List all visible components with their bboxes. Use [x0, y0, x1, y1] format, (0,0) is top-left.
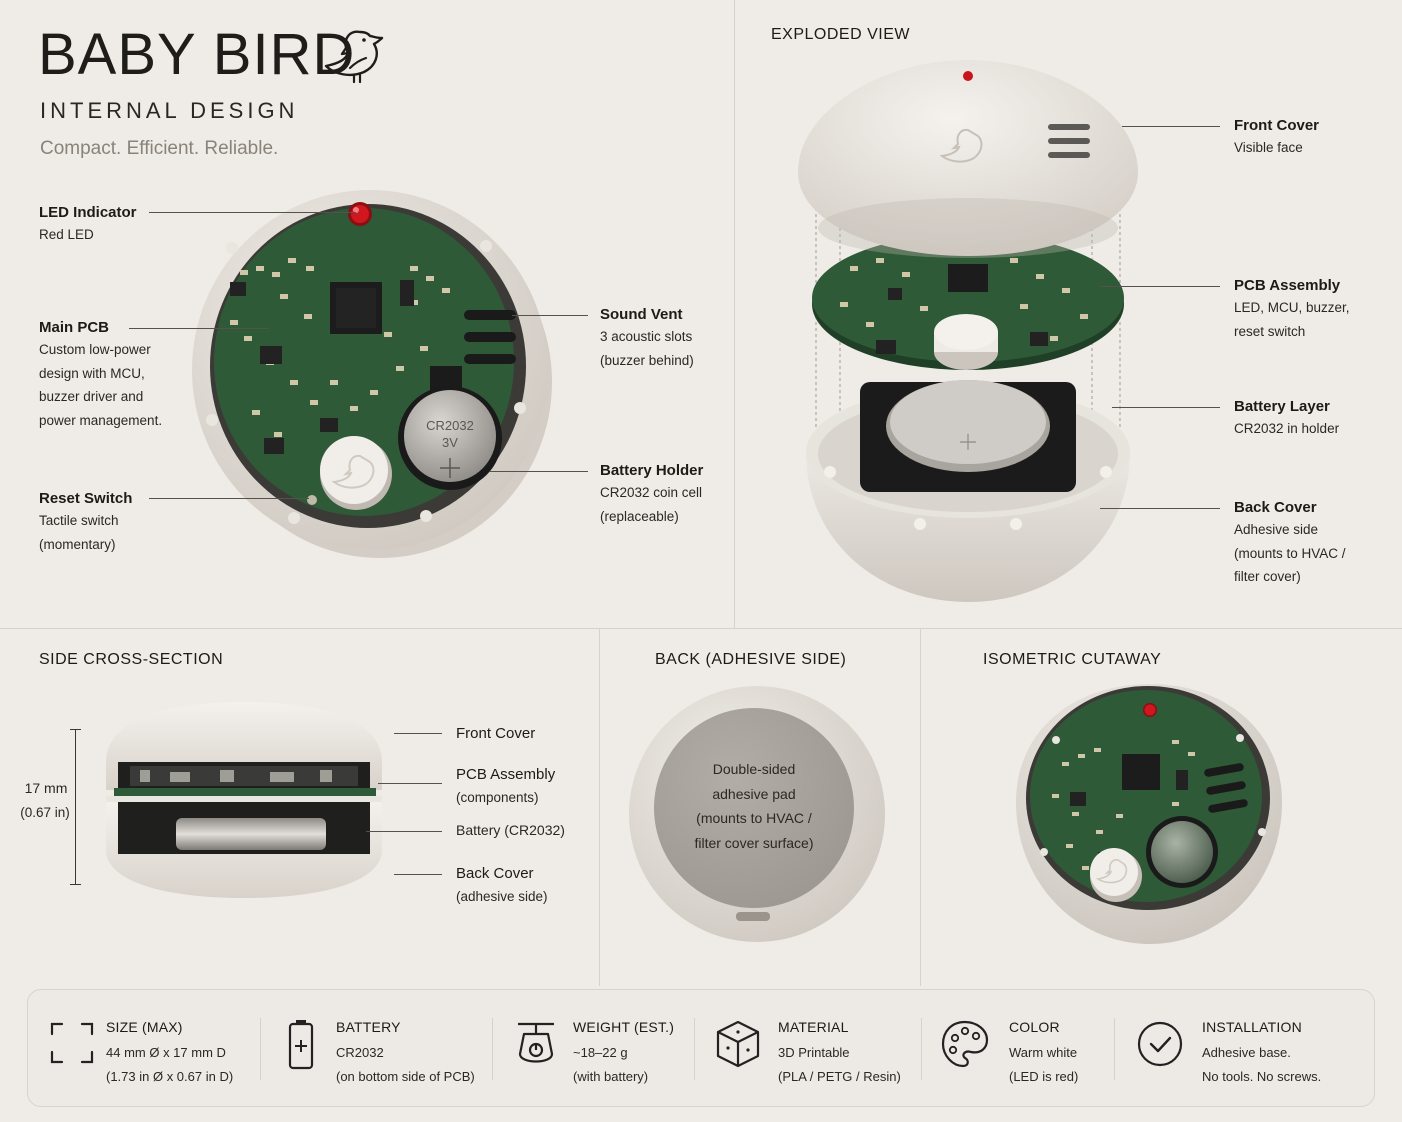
callout-sound-vent: Sound Vent 3 acoustic slots (buzzer behi… [600, 306, 694, 368]
scale-icon [518, 1022, 554, 1063]
dimension-mm: 17 mm [24, 780, 68, 796]
label-front-cover: Front Cover [456, 725, 536, 742]
reset-switch [320, 436, 388, 504]
cross-section-view [106, 702, 382, 898]
bird-logo-icon [324, 30, 384, 84]
label-pcb-components: (components) [456, 790, 539, 805]
leader-line [490, 471, 588, 472]
palette-icon [941, 1020, 989, 1068]
section-title-back: BACK (ADHESIVE SIDE) [655, 651, 847, 668]
divider [920, 628, 921, 986]
section-title-exploded: EXPLODED VIEW [771, 26, 910, 43]
callout-back-cover: Back Cover Adhesive side (mounts to HVAC… [1234, 499, 1346, 584]
leader-line [366, 831, 442, 832]
brand-title: BABY BIRD [38, 22, 356, 87]
label-back-cover: Back Cover [456, 865, 534, 882]
callout-battery-holder: Battery Holder CR2032 coin cell (replace… [600, 462, 704, 524]
callout-led: LED Indicator Red LED [39, 204, 137, 242]
dimension-line [75, 729, 76, 884]
spec-battery: BATTERY CR2032 (on bottom side of PCB) [262, 990, 490, 1108]
section-title-cross-section: SIDE CROSS-SECTION [39, 651, 224, 668]
leader-line [378, 783, 442, 784]
leader-line [149, 498, 309, 499]
battery-section [176, 818, 326, 850]
label-battery: Battery (CR2032) [456, 822, 565, 838]
section-title-isometric: ISOMETRIC CUTAWAY [983, 651, 1162, 668]
led-indicator [351, 205, 369, 223]
spec-weight: WEIGHT (EST.) ~18–22 g (with battery) [494, 990, 692, 1108]
callout-pcb-assembly: PCB Assembly LED, MCU, buzzer, reset swi… [1234, 277, 1350, 339]
callout-reset-switch: Reset Switch Tactile switch (momentary) [39, 490, 133, 552]
spec-installation: INSTALLATION Adhesive base. No tools. No… [1116, 990, 1374, 1108]
checkmark-icon [1137, 1021, 1183, 1067]
adhesive-pad [654, 708, 854, 908]
isometric-pcb [1030, 690, 1262, 902]
back-view [629, 686, 885, 942]
callout-front-cover: Front Cover Visible face [1234, 117, 1320, 155]
page-subtitle: INTERNAL DESIGN [40, 98, 299, 123]
label-pcb-assembly: PCB Assembly [456, 766, 556, 783]
battery-icon [288, 1020, 314, 1070]
tagline: Compact. Efficient. Reliable. [40, 138, 279, 159]
spec-bar: SIZE (MAX) 44 mm Ø x 17 mm D (1.73 in Ø … [27, 989, 1375, 1107]
leader-line [1100, 508, 1220, 509]
coin-label: CR2032 [426, 418, 474, 433]
pcb-section [114, 788, 376, 796]
leader-line [1112, 407, 1220, 408]
leader-line [394, 874, 442, 875]
leader-line [394, 733, 442, 734]
sound-vent [464, 310, 516, 364]
leader-line [129, 328, 269, 329]
divider [0, 628, 1402, 629]
callout-battery-layer: Battery Layer CR2032 in holder [1234, 398, 1340, 436]
front-cover [798, 60, 1138, 256]
exploded-view [798, 60, 1138, 602]
divider [599, 628, 600, 986]
spec-size: SIZE (MAX) 44 mm Ø x 17 mm D (1.73 in Ø … [28, 990, 258, 1108]
size-icon [50, 1022, 94, 1064]
front-open-view: CR2032 3V [192, 190, 552, 558]
spec-color: COLOR Warm white (LED is red) [923, 990, 1113, 1108]
divider [734, 0, 735, 628]
back-cover-section [106, 800, 382, 898]
label-adhesive-side: (adhesive side) [456, 889, 548, 904]
isometric-cutaway-view [1016, 684, 1282, 944]
cube-icon [716, 1020, 760, 1068]
leader-line [1100, 286, 1220, 287]
leader-line [512, 315, 588, 316]
callout-main-pcb: Main PCB Custom low-power design with MC… [39, 319, 163, 428]
spec-material: MATERIAL 3D Printable (PLA / PETG / Resi… [696, 990, 920, 1108]
pcb-assembly [812, 234, 1124, 362]
leader-line [1122, 126, 1220, 127]
coin-voltage: 3V [442, 435, 458, 450]
adhesive-pad-text: Double-sided adhesive pad (mounts to HVA… [694, 761, 814, 851]
dimension-in: (0.67 in) [20, 805, 70, 820]
leader-line [149, 212, 356, 213]
